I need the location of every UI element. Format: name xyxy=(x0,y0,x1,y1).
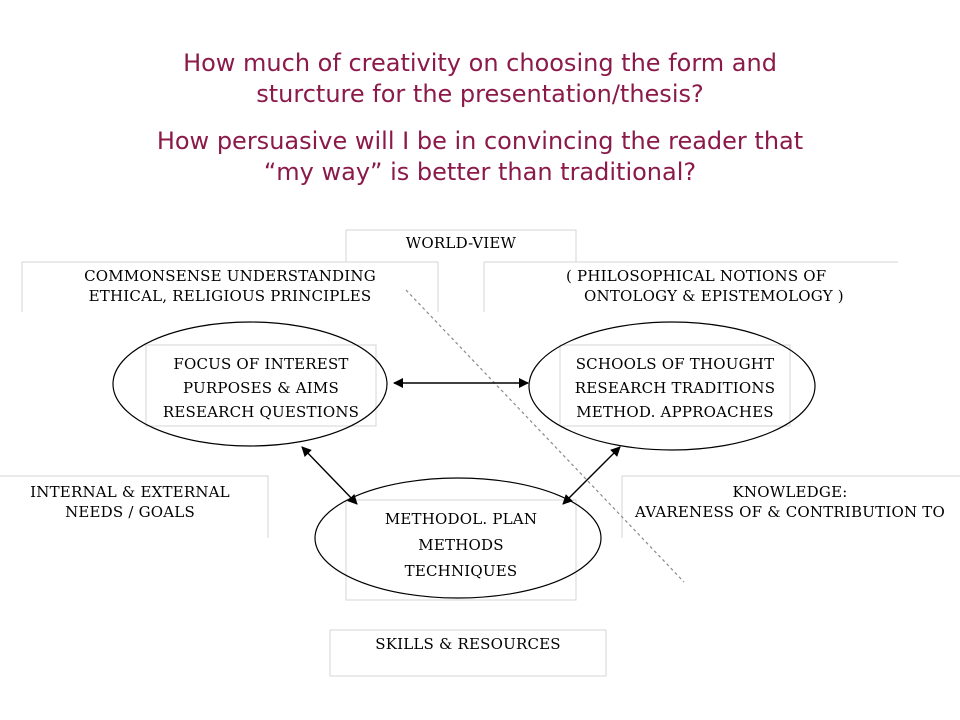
dashed-divider-line xyxy=(405,289,685,583)
question-persuasion-line2: “my way” is better than traditional? xyxy=(263,158,697,186)
commonsense-line2: ETHICAL, RELIGIOUS PRINCIPLES xyxy=(88,287,372,305)
focus-inner-box xyxy=(145,344,377,427)
skills-label: SKILLS & RESOURCES xyxy=(375,635,561,653)
schools-label: SCHOOLS OF THOUGHT RESEARCH TRADITIONS M… xyxy=(560,352,790,424)
world-view-label: WORLD-VIEW xyxy=(405,234,517,252)
arrow-focus-plan xyxy=(301,446,358,505)
philosophical-line1: ( PHILOSOPHICAL NOTIONS OF xyxy=(566,267,827,285)
schools-line1: SCHOOLS OF THOUGHT xyxy=(575,355,775,373)
focus-ellipse xyxy=(112,321,388,447)
focus-line1: FOCUS OF INTEREST xyxy=(173,355,349,373)
commonsense-box xyxy=(21,261,439,312)
needs-line1: INTERNAL & EXTERNAL xyxy=(30,483,230,501)
needs-box xyxy=(0,475,269,538)
world-view-box xyxy=(345,229,577,262)
plan-line3: TECHNIQUES xyxy=(404,562,518,580)
focus-line3: RESEARCH QUESTIONS xyxy=(162,403,360,421)
commonsense-line1: COMMONSENSE UNDERSTANDING xyxy=(84,267,376,285)
plan-label: METHODOL. PLAN METHODS TECHNIQUES xyxy=(346,506,576,584)
skills-box xyxy=(329,629,607,677)
plan-line2: METHODS xyxy=(418,536,504,554)
schools-inner-box xyxy=(559,344,791,427)
needs-label: INTERNAL & EXTERNAL NEEDS / GOALS xyxy=(0,482,260,522)
commonsense-label: COMMONSENSE UNDERSTANDING ETHICAL, RELIG… xyxy=(60,266,400,306)
plan-ellipse xyxy=(314,477,602,599)
arrow-schools-plan xyxy=(562,446,621,505)
knowledge-line2: AVARENESS OF & CONTRIBUTION TO xyxy=(635,503,945,521)
philosophical-line2: ONTOLOGY & EPISTEMOLOGY ) xyxy=(584,287,844,305)
question-persuasion: How persuasive will I be in convincing t… xyxy=(0,126,960,188)
philosophical-box xyxy=(483,261,898,312)
focus-line2: PURPOSES & AIMS xyxy=(183,379,339,397)
question-creativity: How much of creativity on choosing the f… xyxy=(0,48,960,110)
schools-ellipse xyxy=(528,321,816,451)
schools-line2: RESEARCH TRADITIONS xyxy=(574,379,776,397)
plan-line1: METHODOL. PLAN xyxy=(384,510,538,528)
knowledge-line1: KNOWLEDGE: xyxy=(732,483,848,501)
knowledge-label: KNOWLEDGE: AVARENESS OF & CONTRIBUTION T… xyxy=(630,482,950,522)
focus-label: FOCUS OF INTEREST PURPOSES & AIMS RESEAR… xyxy=(146,352,376,424)
question-creativity-line2: sturcture for the presentation/thesis? xyxy=(256,80,704,108)
needs-line2: NEEDS / GOALS xyxy=(65,503,195,521)
schools-line3: METHOD. APPROACHES xyxy=(576,403,774,421)
question-creativity-line1: How much of creativity on choosing the f… xyxy=(183,49,777,77)
plan-inner-box xyxy=(345,499,577,601)
philosophical-label: ( PHILOSOPHICAL NOTIONS OF ONTOLOGY & EP… xyxy=(566,266,866,306)
question-persuasion-line1: How persuasive will I be in convincing t… xyxy=(156,127,804,155)
